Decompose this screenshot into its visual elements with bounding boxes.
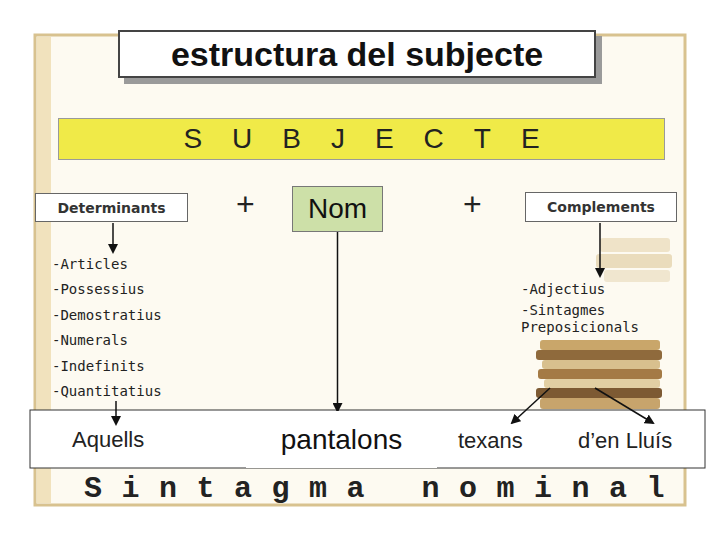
leader-arrow	[115, 401, 117, 424]
page-frame	[35, 35, 685, 505]
list-item: -Demostratius	[52, 307, 162, 323]
leader-arrow	[595, 388, 653, 423]
list-item: -Adjectius	[521, 281, 605, 297]
example-word: Aquells	[72, 427, 144, 453]
complements-box: Complements	[525, 192, 677, 222]
node-text: SUBJECTE	[153, 123, 569, 155]
connector-arrow	[337, 232, 339, 411]
list-item: -Numerals	[52, 332, 128, 348]
node-text: pantalons	[281, 424, 402, 456]
list-item: -Articles	[52, 256, 128, 272]
node-text: Complements	[547, 199, 655, 215]
list-item: -Possessius	[52, 281, 145, 297]
node-text: Determinants	[57, 200, 165, 216]
plus-sign: +	[236, 186, 255, 223]
phrase-caption: Sintagma nominal	[84, 472, 684, 506]
example-row-frame	[30, 410, 705, 468]
leader-arrow	[512, 388, 550, 423]
determinants-box: Determinants	[35, 193, 188, 222]
example-word: texans	[458, 428, 523, 454]
list-item: -Indefinits	[52, 358, 145, 374]
example-word: d’en Lluís	[578, 428, 672, 454]
leader-arrow	[112, 223, 114, 252]
leader-arrow	[599, 223, 601, 276]
example-noun-box: pantalons	[246, 411, 437, 468]
list-item: -Quantitatius	[52, 383, 162, 399]
subject-band: SUBJECTE	[58, 118, 665, 160]
plus-sign: +	[463, 186, 482, 223]
title-text: estructura del subjecte	[171, 35, 543, 74]
list-item: -Sintagmes Preposicionals	[521, 302, 646, 336]
noun-box: Nom	[292, 186, 383, 232]
node-text: Nom	[308, 193, 367, 225]
title-box: estructura del subjecte	[118, 30, 596, 78]
